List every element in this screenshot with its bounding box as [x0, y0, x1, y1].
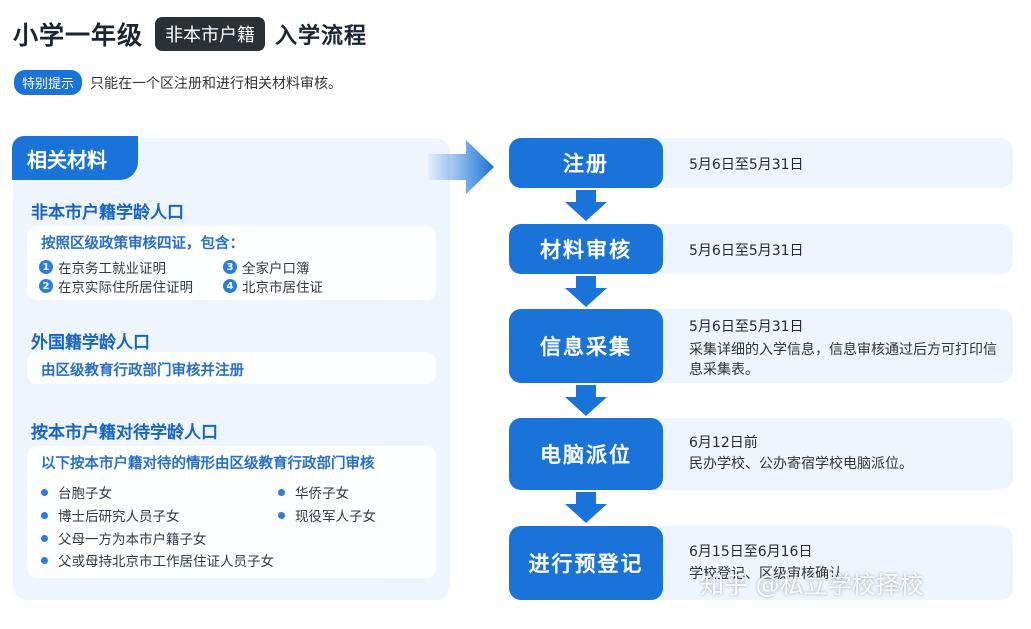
item-text: 在京务工就业证明	[58, 261, 166, 277]
list-item: 2 在京实际住所居住证明	[39, 276, 193, 296]
step-lottery-desc: 民办学校、公办寄宿学校电脑派位。	[689, 456, 913, 472]
step-info-collection: 信息采集	[509, 309, 663, 383]
bullet-dot	[278, 511, 285, 519]
bullet-dot	[41, 556, 48, 564]
list-item: 台胞子女	[41, 482, 112, 502]
list-item: 3 全家户口簿	[223, 257, 310, 277]
box-head-foreign: 由区级教育行政部门审核并注册	[41, 363, 244, 379]
box-head-four-certificates: 按照区级政策审核四证，包含：	[41, 236, 244, 252]
number-badge: 4	[223, 279, 237, 293]
title-tail: 入学流程	[275, 24, 368, 49]
bullet-dot	[41, 534, 48, 542]
right-arrow-icon	[428, 140, 494, 194]
watermark: 知乎 @私立学校择校	[700, 571, 924, 599]
section-box-foreign: 由区级教育行政部门审核并注册	[27, 352, 436, 384]
list-item: 父母一方为本市户籍子女	[41, 528, 207, 548]
list-item: 博士后研究人员子女	[41, 505, 180, 525]
number-badge: 2	[39, 279, 53, 293]
materials-tab: 相关材料	[12, 136, 138, 180]
bullet-dot	[278, 488, 285, 496]
list-item: 1 在京务工就业证明	[39, 257, 166, 277]
bullet-dot	[41, 511, 48, 519]
step-lottery-date: 6月12日前	[689, 435, 758, 451]
step-material-review-date: 5月6日至5月31日	[689, 243, 804, 259]
item-text: 北京市居住证	[242, 280, 323, 296]
step-pre-registration-desc: 学校登记、区级审核确认	[689, 566, 843, 582]
step-lottery: 电脑派位	[509, 418, 663, 490]
list-item: 4 北京市居住证	[223, 276, 323, 296]
tip-text: 只能在一个区注册和进行相关材料审核。	[90, 75, 343, 92]
item-text: 华侨子女	[295, 486, 349, 502]
step-pre-registration: 进行预登记	[509, 526, 663, 600]
item-text: 父或母持北京市工作居住证人员子女	[58, 554, 274, 570]
item-text: 博士后研究人员子女	[58, 509, 180, 525]
materials-panel: 相关材料 非本市户籍学龄人口 按照区级政策审核四证，包含： 1 在京务工就业证明…	[12, 136, 450, 600]
step-info-collection-desc: 采集详细的入学信息，信息审核通过后方可打印信息采集表。	[689, 342, 997, 378]
section-title-non-local: 非本市户籍学龄人口	[31, 203, 184, 223]
down-arrow-icon	[565, 385, 607, 416]
list-item: 现役军人子女	[278, 505, 376, 525]
item-text: 在京实际住所居住证明	[58, 280, 193, 296]
down-arrow-icon	[565, 492, 607, 523]
bullet-dot	[41, 488, 48, 496]
list-item: 华侨子女	[278, 482, 349, 502]
section-title-foreign: 外国籍学龄人口	[31, 333, 150, 353]
step-info-collection-date: 5月6日至5月31日	[689, 319, 804, 335]
item-text: 全家户口簿	[242, 261, 310, 277]
title-pill: 非本市户籍	[155, 17, 266, 51]
step-registration: 注册	[509, 138, 663, 188]
down-arrow-icon	[565, 276, 607, 307]
section-box-non-local: 按照区级政策审核四证，包含： 1 在京务工就业证明 3 全家户口簿 2 在京实际…	[27, 226, 436, 300]
section-title-treated-local: 按本市户籍对待学龄人口	[31, 423, 218, 443]
list-item: 父或母持北京市工作居住证人员子女	[41, 550, 274, 570]
down-arrow-icon	[565, 190, 607, 221]
tip-badge: 特别提示	[14, 70, 83, 95]
section-box-treated-local: 以下按本市户籍对待的情形由区级教育行政部门审核 台胞子女 华侨子女 博士后研究人…	[27, 446, 436, 578]
item-text: 父母一方为本市户籍子女	[58, 532, 207, 548]
number-badge: 3	[223, 260, 237, 274]
page-title: 小学一年级 非本市户籍 入学流程	[13, 16, 367, 52]
step-pre-registration-date: 6月15日至6月16日	[689, 544, 813, 560]
step-registration-date: 5月6日至5月31日	[689, 157, 804, 173]
tip-row: 特别提示 只能在一个区注册和进行相关材料审核。	[14, 70, 342, 95]
title-main: 小学一年级	[13, 21, 144, 50]
number-badge: 1	[39, 260, 53, 274]
step-material-review: 材料审核	[509, 224, 663, 274]
item-text: 现役军人子女	[295, 509, 376, 525]
item-text: 台胞子女	[58, 486, 112, 502]
box-head-treated-local: 以下按本市户籍对待的情形由区级教育行政部门审核	[41, 456, 375, 472]
